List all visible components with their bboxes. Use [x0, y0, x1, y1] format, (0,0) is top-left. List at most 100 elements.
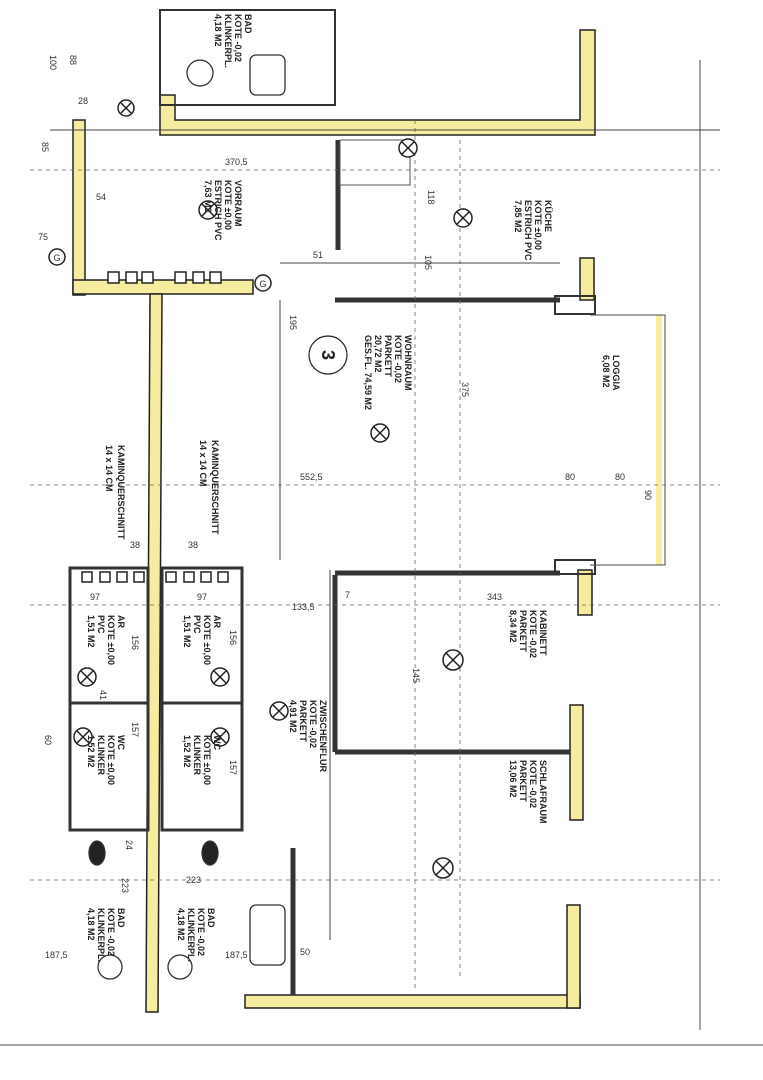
dim-label: 38 — [130, 540, 140, 550]
lamp-icon — [77, 667, 97, 687]
drain-icon — [186, 59, 214, 87]
dim-label: 60 — [43, 735, 53, 745]
dim-label: 97 — [197, 592, 207, 602]
dim-label: 156 — [130, 635, 140, 650]
dim-label: 118 — [426, 190, 436, 204]
lamp-icon — [442, 649, 464, 671]
room-label-wohnraum: GES.FL. 74,59 M2 — [363, 335, 373, 410]
wall-stub-3 — [569, 704, 584, 821]
room-label-bad-right: BAD — [206, 908, 216, 928]
wall-stub-1 — [579, 257, 595, 301]
room-label-wohnraum: 20,72 M2 — [373, 335, 383, 373]
toilet-icon — [88, 840, 106, 866]
chimney-label-left: KAMINQUERSCHNITT — [116, 445, 126, 540]
dim-label: 80 — [565, 472, 575, 482]
lamp-icon — [370, 423, 390, 443]
room-label-wc-left: 1,52 M2 — [86, 735, 96, 768]
room-label-ar-right: AR — [212, 615, 222, 628]
gas-symbols: G G — [48, 248, 272, 292]
room-label-kueche: KOTE ±0,00 — [533, 200, 543, 250]
room-label-kabinett: PARKETT — [518, 610, 528, 652]
room-label-schlafraum: 13,06 M2 — [508, 760, 518, 798]
dim-label: 90 — [643, 490, 653, 500]
room-label-kabinett: KABINETT — [538, 610, 548, 656]
wall-bottom-right — [566, 904, 581, 1009]
room-label-bad-top: 4,18 M2 — [213, 14, 223, 47]
dimension-labels: 370,5 375 552,5 343 133,5 145 118 105 97… — [38, 55, 653, 960]
room-label-bad-right: KOTE -0,02 — [196, 908, 206, 956]
dim-label: 187,5 — [45, 950, 68, 960]
dim-label: 7 — [345, 590, 350, 600]
room-label-wc-right: KLINKER — [192, 735, 202, 775]
drain-icon — [167, 954, 193, 980]
room-label-wc-left: WC — [116, 735, 126, 750]
dim-label: 133,5 — [292, 602, 315, 612]
dim-label: 41 — [98, 690, 108, 700]
toilet-icon — [201, 840, 219, 866]
room-label-kueche: KÜCHE — [543, 200, 553, 232]
dim-label: 223 — [186, 875, 201, 885]
wall-top — [159, 29, 596, 136]
room-label-zwischenflur: KOTE -0,02 — [308, 700, 318, 748]
room-label-bad-left: KLINKERPL. — [96, 908, 106, 962]
dim-label: 28 — [78, 96, 88, 106]
dim-label: 51 — [313, 250, 323, 260]
room-label-ar-right: PVC — [192, 615, 202, 634]
dim-label: 38 — [188, 540, 198, 550]
dim-label: 100 — [48, 55, 58, 70]
room-label-kueche: ESTRICH PVC — [523, 200, 533, 261]
room-label-bad-top: KLINKERPL. — [223, 14, 233, 68]
dim-label: 75 — [38, 232, 48, 242]
room-label-ar-left: PVC — [96, 615, 106, 634]
partition-walls — [68, 9, 666, 995]
lamp-icon — [198, 200, 218, 220]
lamp-icon — [210, 727, 230, 747]
room-label-vorraum: ESTRICH PVC — [213, 180, 223, 241]
room-label-ar-right: KOTE ±0,00 — [202, 615, 212, 665]
dimension-lines — [30, 60, 720, 1030]
dim-label: 157 — [130, 722, 140, 737]
dim-label: 88 — [68, 55, 78, 65]
unit-number: 3 — [318, 350, 338, 360]
room-label-schlafraum: KOTE -0,02 — [528, 760, 538, 808]
wall-stub-2 — [577, 569, 593, 616]
room-label-ar-right: 1,51 M2 — [182, 615, 192, 648]
room-label-zwischenflur: 4,91 M2 — [288, 700, 298, 733]
dim-label: 187,5 — [225, 950, 248, 960]
lamp-icon — [453, 208, 473, 228]
dim-label: 97 — [90, 592, 100, 602]
room-label-schlafraum: PARKETT — [518, 760, 528, 802]
chimney-size-right: 14 x 14 CM — [198, 440, 208, 487]
dim-label: 54 — [96, 192, 106, 202]
yellow-walls — [72, 29, 662, 1013]
room-label-wc-left: KLINKER — [96, 735, 106, 775]
room-label-wc-right: WC — [212, 735, 222, 750]
room-label-bad-left: BAD — [116, 908, 126, 928]
dim-label: 105 — [423, 255, 433, 270]
room-label-ar-left: KOTE ±0,00 — [106, 615, 116, 665]
dim-label: 223 — [120, 878, 130, 893]
room-label-ar-left: 1,51 M2 — [86, 615, 96, 648]
room-label-bad-left: 4,18 M2 — [86, 908, 96, 941]
lamp-icon — [269, 701, 289, 721]
lamp-icon — [210, 667, 230, 687]
room-label-schlafraum: SCHLAFRAUM — [538, 760, 548, 824]
lamp-icon — [117, 99, 135, 117]
room-label-ar-left: AR — [116, 615, 126, 628]
dim-label: 80 — [615, 472, 625, 482]
lamp-icon — [73, 727, 93, 747]
dim-label: 195 — [288, 315, 298, 330]
room-label-wohnraum: WOHNRAUM — [403, 335, 413, 391]
room-label-bad-top: KOTE -0,02 — [233, 14, 243, 62]
dim-label: 157 — [228, 760, 238, 775]
room-label-bad-right: 4,18 M2 — [176, 908, 186, 941]
room-label-loggia: 6,08 M2 — [601, 355, 611, 388]
gas-symbol-label: G — [259, 279, 266, 289]
loggia-parapet — [656, 315, 662, 565]
room-label-wc-right: KOTE ±0,00 — [202, 735, 212, 785]
room-label-vorraum: 7,63 M2 — [203, 180, 213, 213]
washbasin-icon — [249, 54, 286, 96]
room-label-zwischenflur: ZWISCHENFLUR — [318, 700, 328, 772]
